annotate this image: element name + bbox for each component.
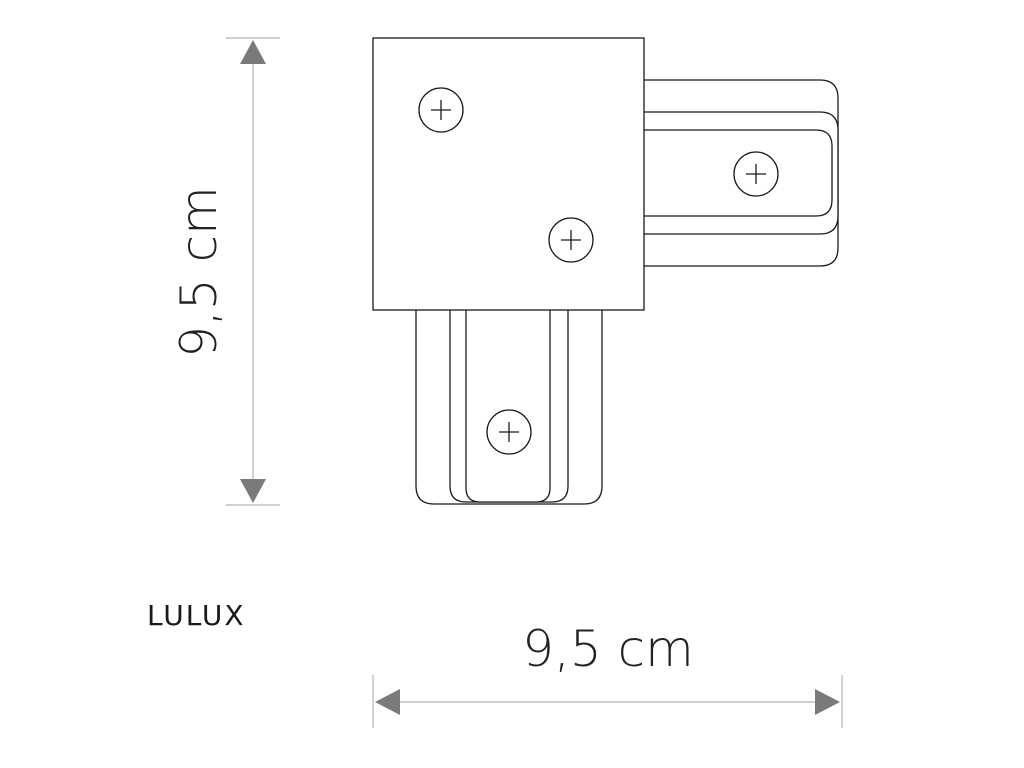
vertical-dimension: 9,5 cm <box>170 37 280 506</box>
arrow-up-icon <box>240 40 266 64</box>
screw-icon <box>733 151 779 197</box>
brand-name: LULUX <box>147 599 246 632</box>
arrow-left-icon <box>375 689 400 715</box>
screw-icon <box>486 409 532 455</box>
screw-icon <box>548 217 594 263</box>
bottom-arm <box>415 299 603 505</box>
connector-body <box>372 37 645 311</box>
height-label: 9,5 cm <box>170 186 228 358</box>
arrow-right-icon <box>815 689 840 715</box>
arrow-down-icon <box>240 479 266 503</box>
screw-icon <box>418 87 464 133</box>
horizontal-dimension: 9,5 cm <box>372 620 843 728</box>
bottom-arm-inner-rail <box>465 299 551 503</box>
width-label: 9,5 cm <box>522 620 694 678</box>
